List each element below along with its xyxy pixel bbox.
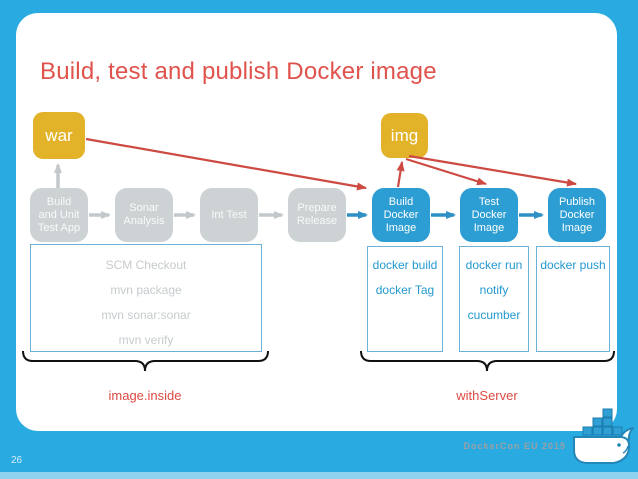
detail-box-image-inside: SCM Checkout mvn package mvn sonar:sonar… [30, 244, 262, 352]
step-docker-push: docker push [540, 258, 606, 272]
node-img-label: img [390, 125, 419, 145]
whale-containers [582, 408, 623, 436]
page-number: 26 [11, 455, 23, 466]
step-mvn-verify: mvn verify [118, 333, 174, 347]
stage-test-docker-image: Test Docker Image [460, 188, 518, 242]
slide-title: Build, test and publish Docker image [40, 58, 437, 85]
whale-eye [617, 443, 621, 447]
node-war: war [33, 112, 85, 159]
footer-dockercon: DockerCon EU 2015 [463, 441, 566, 451]
step-docker-build: docker build [372, 258, 438, 272]
step-docker-tag: docker Tag [375, 283, 435, 297]
step-scm-checkout: SCM Checkout [105, 258, 187, 272]
step-cucumber: cucumber [467, 308, 521, 322]
step-mvn-sonar: mvn sonar:sonar [101, 308, 191, 322]
detail-box-docker-run: docker run notify cucumber [459, 246, 529, 352]
step-docker-run: docker run [465, 258, 523, 272]
node-img: img [381, 113, 428, 158]
stage-build-and-unit-test-app: Build and Unit Test App [30, 188, 88, 242]
label-with-server: withServer [456, 388, 518, 403]
step-mvn-package: mvn package [110, 283, 182, 297]
stage-prepare-release: Prepare Release [288, 188, 346, 242]
stage-build-docker-image: Build Docker Image [372, 188, 430, 242]
whale-body [573, 427, 634, 464]
stage-int-test: Int Test [200, 188, 258, 242]
whale-mouth [622, 445, 629, 454]
node-war-label: war [45, 125, 73, 145]
bottom-strip [0, 472, 638, 479]
step-notify: notify [479, 283, 509, 297]
stage-publish-docker-image: Publish Docker Image [548, 188, 606, 242]
docker-whale-logo [573, 408, 634, 464]
stage-sonar-analysis: Sonar Analysis [115, 188, 173, 242]
detail-box-docker-push: docker push [536, 246, 610, 352]
detail-box-docker-build: docker build docker Tag [367, 246, 443, 352]
label-image-inside: image.inside [108, 388, 182, 403]
